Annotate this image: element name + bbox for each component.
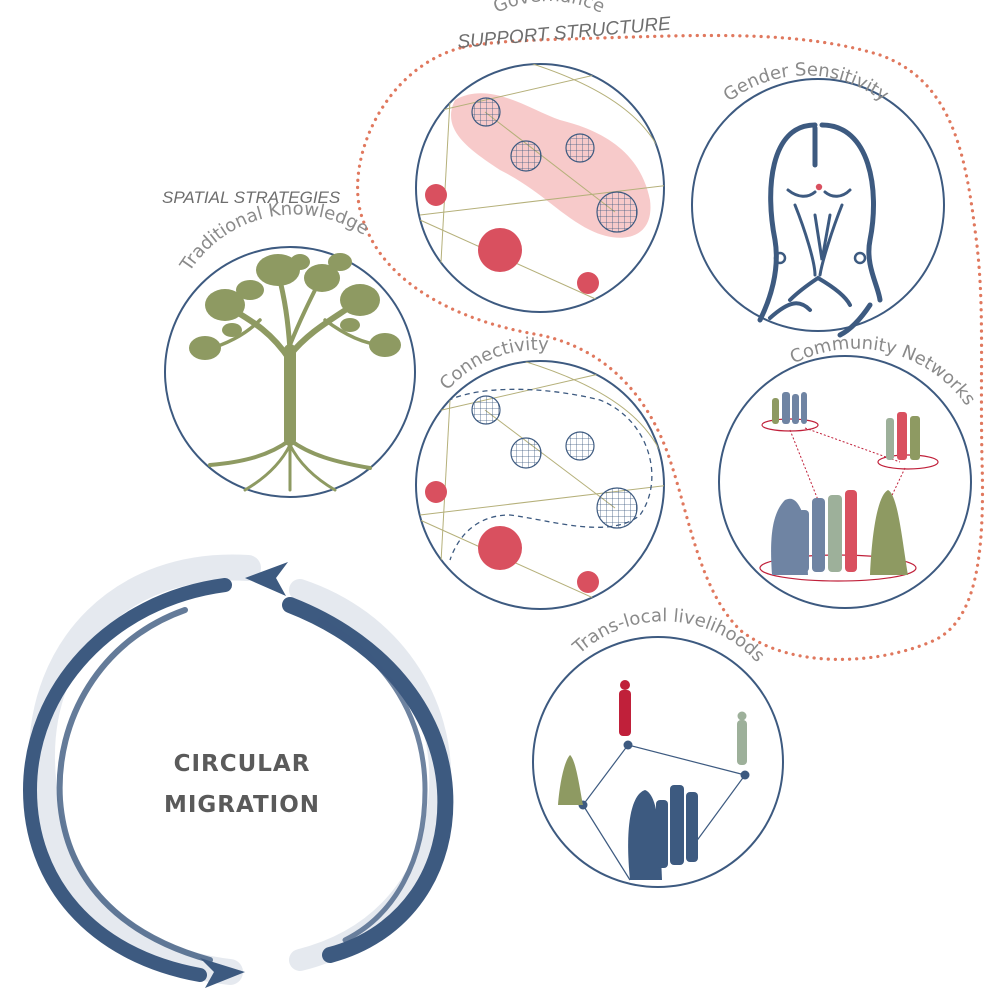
governance-map — [419, 64, 664, 311]
circular-migration-title-line2: MIGRATION — [164, 792, 320, 818]
support-structure-heading: SUPPORT STRUCTURE — [457, 13, 672, 53]
circular-migration-title-line1: CIRCULAR — [174, 751, 311, 777]
circular-migration-ring: CIRCULAR MIGRATION — [22, 554, 454, 988]
community-networks-circle: Community Networks — [718, 333, 980, 609]
connectivity-circle: Connectivity — [415, 334, 665, 610]
bindi-dot — [815, 183, 823, 191]
connectivity-map — [419, 361, 664, 609]
grid-node — [510, 140, 542, 172]
tree-icon — [189, 253, 401, 492]
red-node — [577, 272, 599, 294]
grid-node — [471, 395, 501, 425]
red-node — [478, 228, 522, 272]
governance-circle: Governance — [415, 0, 665, 313]
governance-label: Governance — [490, 0, 608, 18]
grid-node — [596, 191, 638, 233]
people-group-large — [771, 490, 908, 575]
red-node — [577, 571, 599, 593]
people-group-small-right — [886, 412, 920, 460]
arrow-head-bottom-icon — [200, 958, 245, 988]
support-structure-boundary — [356, 33, 985, 661]
people-group-small-left — [772, 392, 807, 424]
grid-node — [510, 437, 542, 469]
grid-node — [596, 487, 638, 529]
arrow-head-top-icon — [245, 562, 288, 596]
red-node — [425, 481, 447, 503]
network-links — [789, 427, 906, 511]
red-node — [478, 526, 522, 570]
grid-node — [471, 97, 501, 127]
gender-sensitivity-circle: Gender Sensitivity — [691, 59, 945, 338]
grid-node — [565, 431, 595, 461]
livelihood-links — [582, 744, 746, 881]
traditional-knowledge-circle: Traditional Knowledge — [164, 198, 416, 498]
migrant-figures — [558, 680, 747, 880]
namaste-woman-icon — [757, 122, 883, 338]
spatial-strategies-heading: SPATIAL STRATEGIES — [162, 188, 341, 207]
red-node — [425, 184, 447, 206]
translocal-livelihoods-circle: Trans-local livelihoods — [532, 605, 784, 888]
grid-node — [565, 133, 595, 163]
